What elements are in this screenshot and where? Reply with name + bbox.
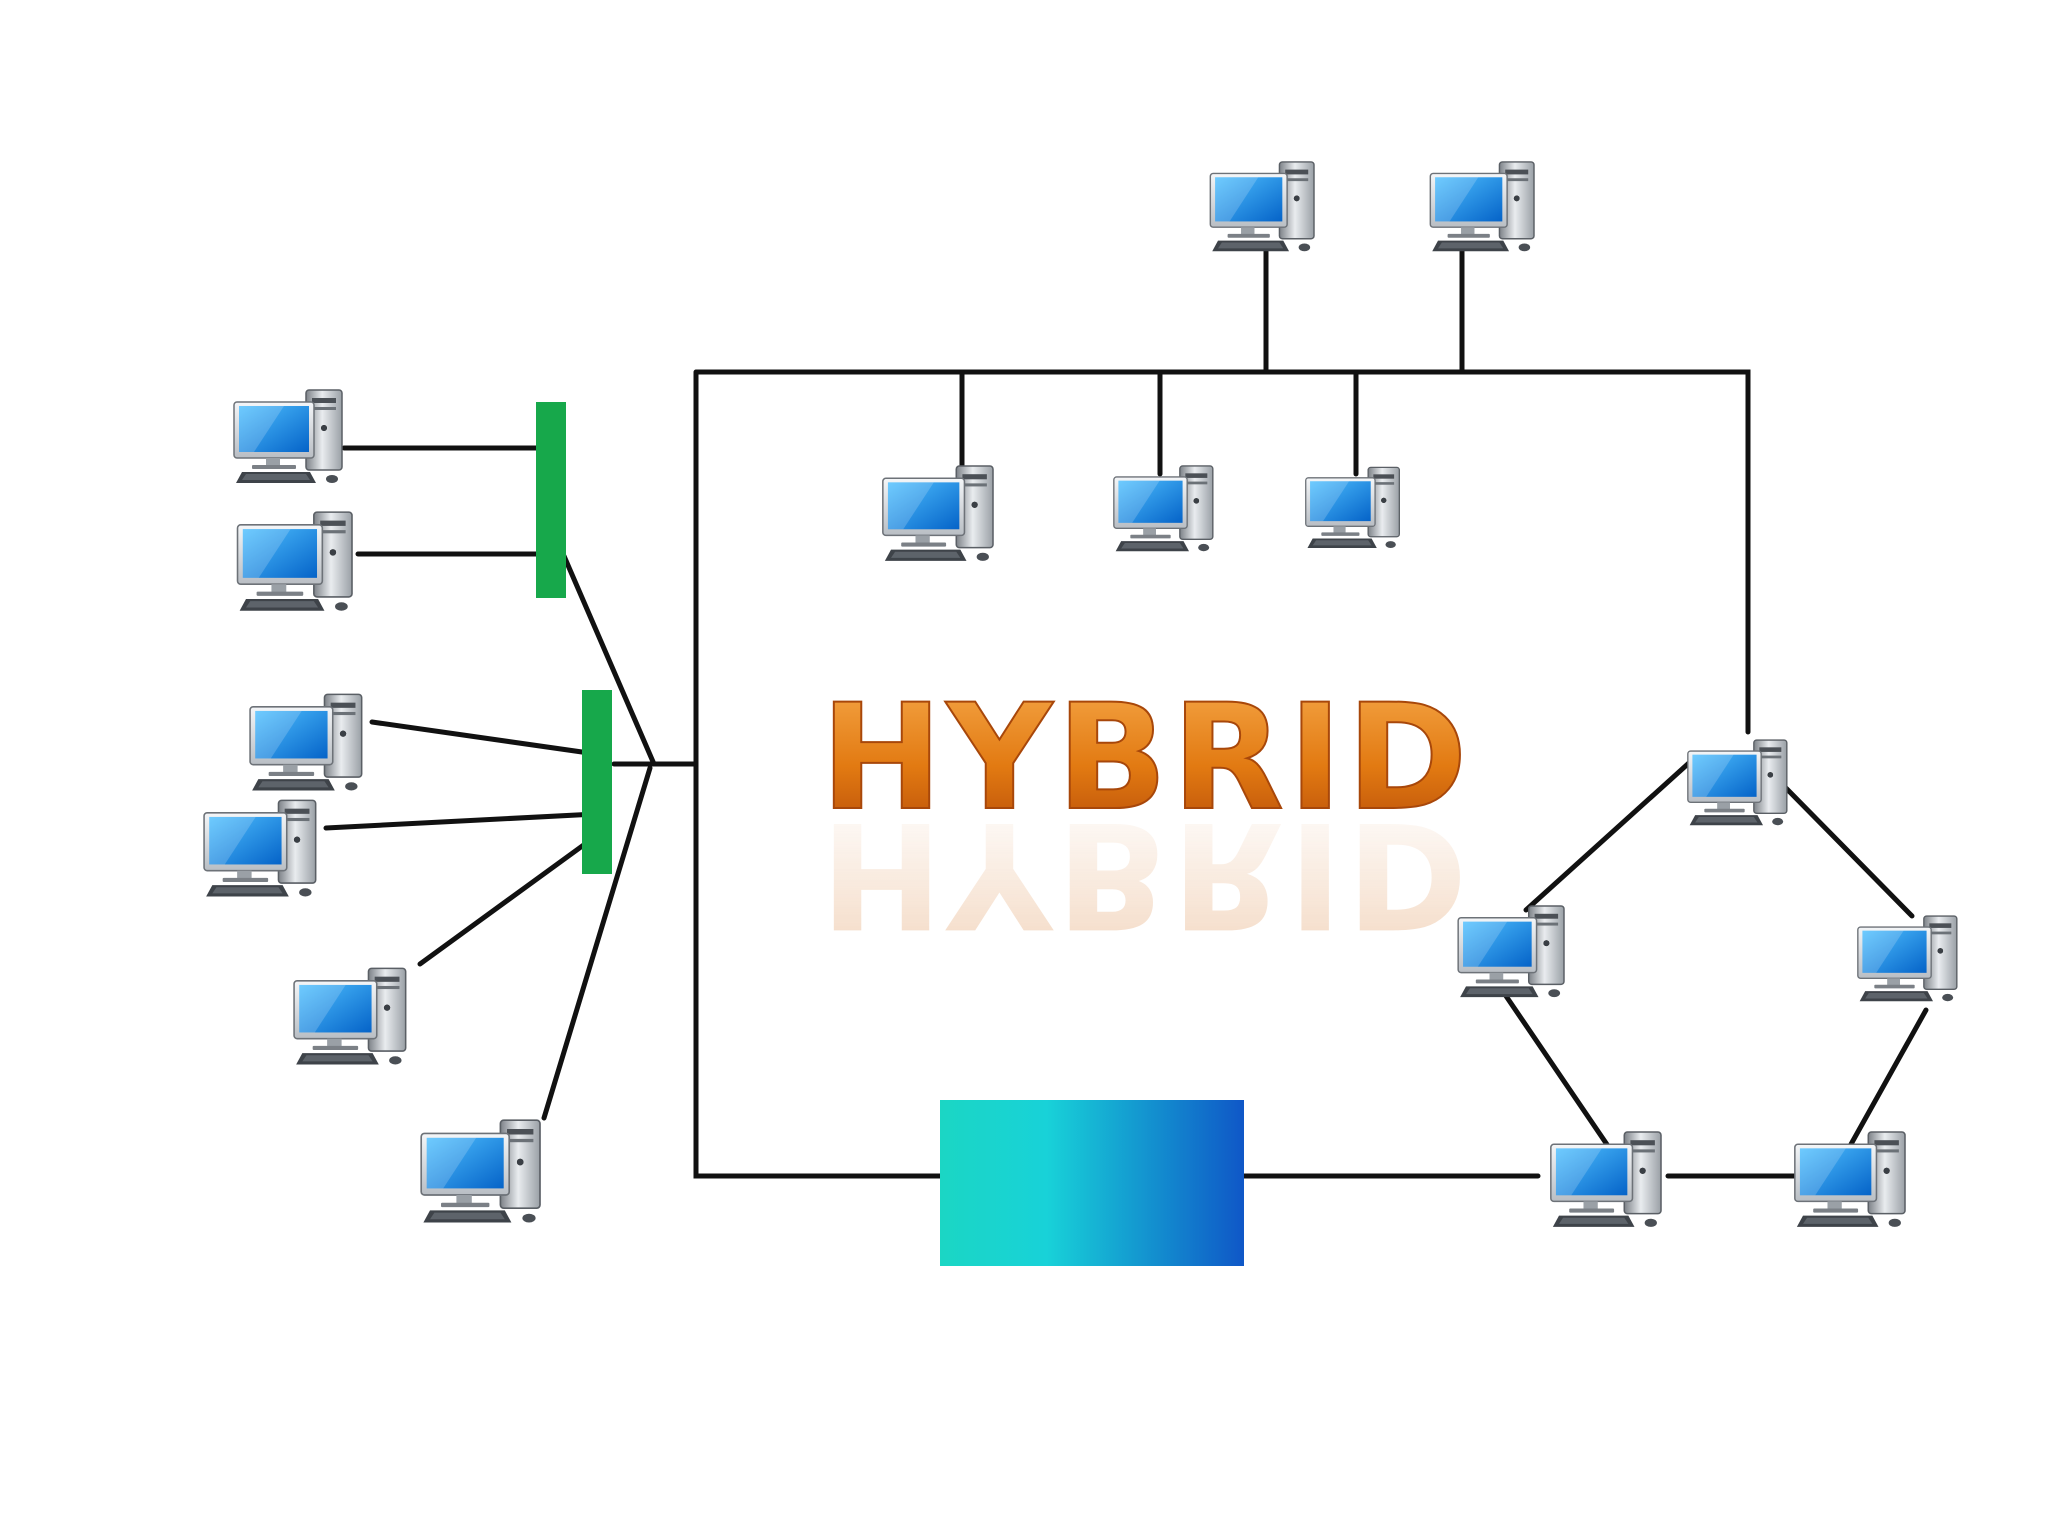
desktop-computer-icon bbox=[1457, 905, 1565, 998]
ring-link-1 bbox=[1523, 759, 1693, 913]
desktop-computer-icon bbox=[203, 799, 317, 898]
desktop-computer-icon bbox=[1209, 161, 1315, 252]
desktop-computer-icon bbox=[1687, 739, 1788, 826]
diagram-title-reflection: HYBRID bbox=[820, 789, 1471, 959]
desktop-computer-icon bbox=[420, 1119, 541, 1224]
desktop-computer-icon bbox=[1550, 1131, 1662, 1228]
desktop-computer-icon bbox=[293, 967, 407, 1066]
star-link-4 bbox=[323, 811, 599, 831]
hub-bar-lower bbox=[582, 690, 612, 874]
hub-bar-upper bbox=[536, 402, 566, 598]
desktop-computer-icon bbox=[249, 693, 363, 792]
desktop-computer-icon bbox=[1794, 1131, 1906, 1228]
backbone-loop bbox=[693, 369, 1751, 1179]
star-link-6 bbox=[541, 765, 653, 1121]
desktop-computer-icon bbox=[882, 465, 994, 562]
desktop-computer-icon bbox=[1113, 465, 1214, 552]
desktop-computer-icon bbox=[1429, 161, 1535, 252]
bus-segment bbox=[882, 161, 1535, 562]
desktop-computer-icon bbox=[1305, 466, 1401, 549]
star-link-5 bbox=[417, 833, 599, 967]
network-wires bbox=[323, 247, 1929, 1179]
ring-link-2 bbox=[1777, 779, 1915, 919]
desktop-computer-icon bbox=[1857, 915, 1958, 1002]
ring-segment bbox=[1457, 739, 1958, 1228]
diagram-title-group: HYBRID HYBRID bbox=[819, 672, 1471, 959]
desktop-computer-icon bbox=[233, 389, 343, 484]
star-link-3 bbox=[369, 719, 599, 757]
diagram-title: HYBRID bbox=[820, 673, 1471, 843]
ring-link-4 bbox=[1847, 1007, 1929, 1149]
ring-link-3 bbox=[1503, 993, 1611, 1149]
star-uplink-hub1 bbox=[561, 553, 657, 767]
desktop-computer-icon bbox=[236, 511, 353, 612]
star-segment bbox=[203, 389, 541, 1224]
backbone-bridge-box bbox=[940, 1100, 1244, 1266]
